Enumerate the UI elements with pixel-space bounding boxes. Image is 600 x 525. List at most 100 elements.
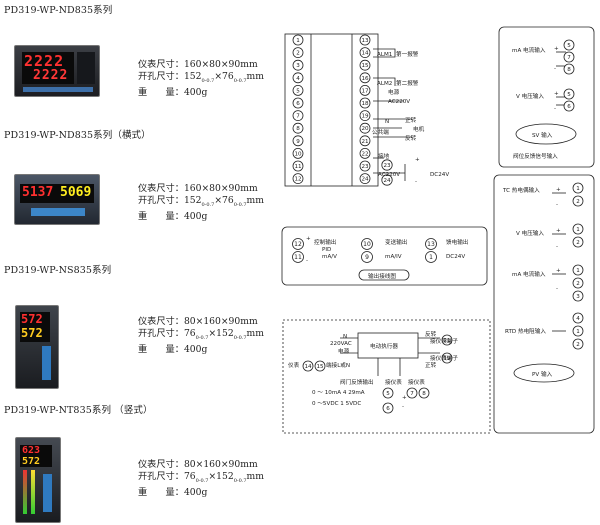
terminal-left-6-circle xyxy=(292,97,304,109)
terminal-right-19: 19 xyxy=(361,114,369,120)
terminal-right-20-circle xyxy=(359,122,371,134)
sv-minus-1: - xyxy=(554,66,556,72)
terminal-right-15-circle xyxy=(359,59,371,71)
terminal-left-9-circle xyxy=(292,135,304,147)
terminal-left-1-circle xyxy=(292,34,304,46)
sv-terminal-5b-circle xyxy=(563,88,575,100)
out-terminal-9-circle xyxy=(361,251,373,263)
spec-block-1: 仪表尺寸：160×80×90mm 开孔尺寸：1520-0.7×760-0.7mm… xyxy=(138,59,264,98)
out-terminal-13-circle xyxy=(425,238,437,250)
pv-terminal-4-circle xyxy=(572,312,584,324)
terminal-left-3: 3 xyxy=(296,63,300,69)
mav-label: mA/V xyxy=(322,254,337,260)
n-label: N xyxy=(385,119,389,125)
sv-box-title: SV 输入 xyxy=(532,131,553,139)
act-terminal-19-circle xyxy=(441,352,453,364)
out-plus: + xyxy=(306,236,311,242)
pv-terminal-1c: 1 xyxy=(576,268,580,274)
out-terminal-12: 12 xyxy=(294,241,302,248)
out-terminal-12-circle xyxy=(292,238,304,250)
pv-terminal-3-circle xyxy=(572,290,584,302)
ground-label: 接地 xyxy=(378,152,390,160)
terminal-right-17-circle xyxy=(359,85,371,96)
ac220-label: AC220V xyxy=(388,99,410,105)
terminal-left-12-circle xyxy=(292,173,304,185)
pv-terminal-2c: 2 xyxy=(576,281,580,287)
terminal-right-23: 23 xyxy=(361,164,369,170)
pv-terminal-2d: 2 xyxy=(576,342,580,348)
spec-block-2: 仪表尺寸：160×80×90mm 开孔尺寸：1520-0.7×760-0.7mm… xyxy=(138,183,264,222)
pv-terminal-1d-circle xyxy=(572,325,584,337)
terminal-block xyxy=(284,33,379,187)
out-terminal-11-circle xyxy=(292,251,304,263)
pv-terminal-2d-circle xyxy=(572,338,584,350)
act-terminal-7: 7 xyxy=(410,391,414,397)
pv-terminal-3: 3 xyxy=(576,294,580,300)
pv-terminal-2b: 2 xyxy=(576,240,580,246)
terminal-right-17: 17 xyxy=(361,88,369,94)
act-terminal-14-circle xyxy=(302,360,314,372)
pv-box-title: PV 输入 xyxy=(532,370,553,378)
meter-in2-label: 接仪表 xyxy=(408,378,425,386)
terminal-left-2: 2 xyxy=(296,51,300,57)
spec-block-3: 仪表尺寸：80×160×90mm 开孔尺寸：760-0.7×1520-0.7mm… xyxy=(138,316,264,355)
sv-terminal-5b: 5 xyxy=(567,92,571,98)
terminal-left-7: 7 xyxy=(296,114,300,120)
model-2-title: PD319-WP-ND835系列（横式） xyxy=(4,130,151,141)
actuator-box-label: 电动执行器 xyxy=(370,342,398,350)
terminal-right-13: 13 xyxy=(361,38,369,44)
terminal-left-5: 5 xyxy=(296,88,300,94)
display-top: 2222 xyxy=(24,52,65,70)
pv-terminal-1c-circle xyxy=(572,264,584,276)
terminal-left-11: 11 xyxy=(294,164,302,170)
terminal-23-dc: 23 xyxy=(383,163,391,169)
sv-terminal-5-circle xyxy=(563,39,575,51)
display-bottom: 572 xyxy=(22,456,41,467)
out-minus: - xyxy=(306,258,308,264)
power-label: 电源 xyxy=(388,88,400,96)
ctrl-label: 控制输出 xyxy=(314,238,336,246)
alarm1-label: 第一报警 xyxy=(396,50,419,58)
terminal-23-dc-circle xyxy=(381,159,393,171)
model-4-title: PD319-WP-NT835系列 （竖式） xyxy=(4,405,153,416)
ac-power-label: 电源 xyxy=(338,347,350,355)
pv-rtd-label: RTD 热电阻输入 xyxy=(505,327,546,335)
sv-terminal-8: 8 xyxy=(567,67,571,73)
sv-terminal-6-circle xyxy=(563,100,575,112)
ac220v-label: AC220V xyxy=(378,172,400,178)
out-terminal-10-circle xyxy=(361,238,373,250)
pv-minus-3: - xyxy=(556,286,558,292)
device-image-2: 5137 5069 xyxy=(14,174,100,225)
display-top: 623 xyxy=(22,445,41,456)
model-3-title: PD319-WP-NS835系列 xyxy=(4,265,112,276)
act-terminal-7-circle xyxy=(406,387,418,399)
dc24-minus: - xyxy=(415,179,417,185)
terminal-left-6: 6 xyxy=(296,101,300,107)
pv-terminal-1: 1 xyxy=(576,186,580,192)
pv-terminal-2c-circle xyxy=(572,277,584,289)
out-terminal-1: 1 xyxy=(429,254,433,261)
pv-terminal-2b-circle xyxy=(572,236,584,248)
terminal-right-15: 15 xyxy=(361,63,369,69)
act-terminal-5-circle xyxy=(382,387,394,399)
pv-terminal-1d: 1 xyxy=(576,329,580,335)
terminal-left-7-circle xyxy=(292,110,304,121)
common-act-label: 端接L或N xyxy=(326,361,350,369)
sv-terminal-6: 6 xyxy=(567,104,571,110)
device-image-1: 2222 2222 xyxy=(14,45,100,97)
sv-ma-label: mA 电流输入 xyxy=(512,46,546,54)
terminal-right-18: 18 xyxy=(361,101,369,107)
pv-minus-2: - xyxy=(556,244,558,250)
ac-label: 220VAC xyxy=(330,341,352,347)
terminal-left-2-circle xyxy=(292,47,304,58)
output-title: 输出接线图 xyxy=(368,272,396,280)
terminal-24-dc-circle xyxy=(381,174,393,186)
pid-label: PID xyxy=(322,247,331,253)
terminal-right-14: 14 xyxy=(361,51,369,57)
act-terminal-21-circle xyxy=(441,334,453,346)
pv-minus-1: - xyxy=(556,202,558,208)
terminal-left-8-circle xyxy=(292,122,304,134)
display-left: 5137 xyxy=(22,185,54,200)
alarm2-label: 第二报警 xyxy=(396,79,419,87)
